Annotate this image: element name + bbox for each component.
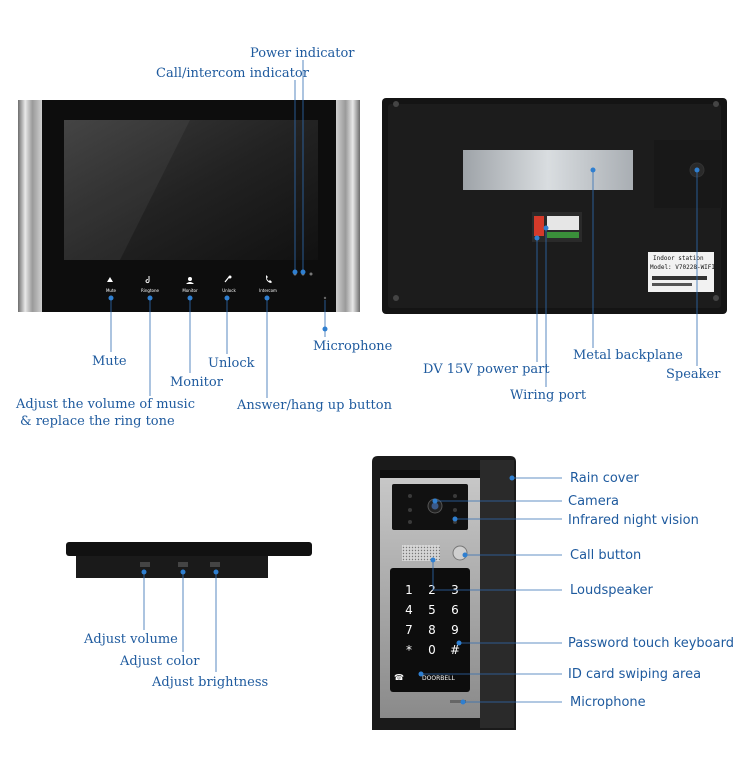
monitor-screen (64, 120, 318, 260)
keypad-key[interactable]: 1 (405, 583, 413, 597)
doorbell-microphone-label: Microphone (570, 695, 646, 710)
keypad-key[interactable]: * (406, 643, 412, 657)
keypad-key[interactable]: # (450, 643, 460, 657)
answer-label: Answer/hang up button (237, 398, 392, 413)
keyboard-label: Password touch keyboard (568, 636, 734, 651)
monitor-icon (188, 277, 192, 281)
unlock-label: Unlock (208, 356, 255, 371)
sticker-model: Model: V70228-WIFI (650, 264, 715, 271)
volume-knob (140, 562, 150, 567)
brand-mark: DOORBELL (422, 675, 455, 682)
loudspeaker-label: Loudspeaker (570, 583, 653, 598)
ringtone-desc-line1: Adjust the volume of music (16, 397, 195, 412)
keypad-key[interactable]: 2 (428, 583, 436, 597)
keypad-key[interactable]: 4 (405, 603, 413, 617)
front-button-caption: Monitor (182, 288, 198, 293)
infrared-label: Infrared night vision (568, 513, 699, 528)
front-button-caption: Intercom (259, 288, 277, 293)
ringtone-desc-line2: & replace the ring tone (20, 414, 175, 429)
monitor-side (66, 542, 312, 672)
speaker-housing (654, 140, 722, 208)
front-buttons (107, 275, 327, 300)
mute-icon (107, 277, 113, 282)
rain-cover-label: Rain cover (570, 471, 639, 486)
svg-text:☎: ☎ (394, 673, 404, 682)
id-card-label: ID card swiping area (568, 667, 702, 682)
keypad-key[interactable]: 7 (405, 623, 413, 637)
adjust-color-label: Adjust color (120, 654, 200, 669)
adjust-volume-label: Adjust volume (84, 632, 178, 647)
loudspeaker-grill (402, 545, 440, 561)
mute-label: Mute (92, 354, 127, 369)
front-button-caption: Ringtone (141, 288, 160, 293)
keypad-key[interactable]: 0 (428, 643, 436, 657)
power-socket (534, 216, 544, 236)
unlock-icon (224, 276, 230, 283)
keypad-key[interactable]: 6 (451, 603, 459, 617)
camera-label: Camera (568, 494, 620, 509)
keypad (390, 568, 470, 692)
speaker-label: Speaker (666, 367, 721, 382)
call-indicator-label: Call/intercom indicator (156, 66, 309, 81)
call-button-label: Call button (570, 548, 642, 563)
power-indicator-light (309, 272, 313, 276)
metal-backplane (463, 150, 633, 190)
answer-icon (266, 275, 272, 283)
front-button-caption: Mute (106, 288, 117, 293)
monitor-back: Indoor station Model: V70228-WIFI (382, 98, 727, 387)
keypad-key[interactable]: 9 (451, 623, 459, 637)
sticker-title: Indoor station (653, 255, 704, 262)
adjust-brightness-label: Adjust brightness (152, 675, 269, 690)
power-port-label: DV 15V power part (423, 362, 550, 377)
ringtone-icon (145, 276, 150, 284)
color-knob (178, 562, 188, 567)
power-indicator-label: Power indicator (250, 46, 355, 61)
keypad-key[interactable]: 8 (428, 623, 436, 637)
brightness-knob (210, 562, 220, 567)
front-button-caption: Unlock (222, 288, 236, 293)
microphone-label-front: Microphone (313, 339, 393, 354)
keypad-key[interactable]: 5 (428, 603, 436, 617)
wiring-port-label: Wiring port (510, 388, 587, 403)
doorbell-mic (450, 700, 466, 703)
monitor-label: Monitor (170, 375, 223, 390)
metal-backplane-label: Metal backplane (573, 348, 683, 363)
microphone-hole (323, 296, 327, 300)
